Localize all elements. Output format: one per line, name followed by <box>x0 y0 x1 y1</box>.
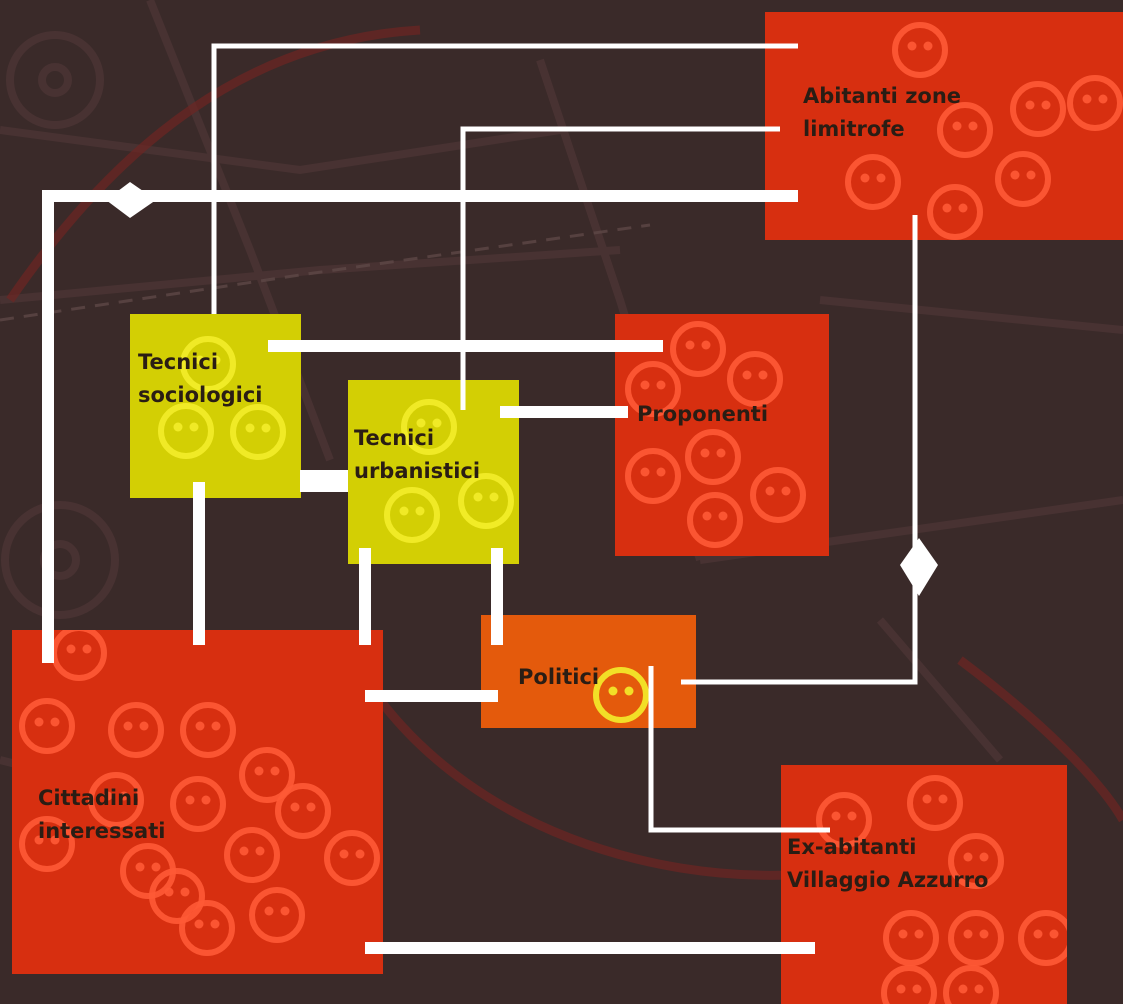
link-abitanti-sociologici <box>211 43 798 314</box>
smiley-face-icon <box>907 775 963 831</box>
label-tecnici-sociologici: Tecnici sociologici <box>138 346 263 411</box>
label-line: interessati <box>38 818 166 843</box>
smiley-face-icon <box>883 910 939 966</box>
diamond-icon <box>900 538 938 596</box>
smiley-face-icon <box>170 776 226 832</box>
smiley-faces-icon <box>816 775 1067 1004</box>
smiley-face-icon <box>239 747 295 803</box>
smiley-face-icon <box>275 783 331 839</box>
node-abitanti-zone-limitrofe: Abitanti zone limitrofe <box>765 12 1123 240</box>
smiley-face-icon <box>750 467 806 523</box>
smiley-face-icon <box>158 403 214 459</box>
label-line: limitrofe <box>803 116 905 141</box>
smiley-face-icon <box>179 900 235 956</box>
smiley-face-icon <box>249 887 305 943</box>
smiley-face-icon <box>670 321 726 377</box>
label-tecnici-urbanistici: Tecnici urbanistici <box>354 422 480 487</box>
node-proponenti: Proponenti <box>615 314 829 556</box>
label-proponenti: Proponenti <box>637 398 768 431</box>
smiley-face-icon <box>458 473 514 529</box>
smiley-face-icon <box>108 702 164 758</box>
label-politici: Politici <box>518 661 599 694</box>
smiley-face-icon <box>1018 910 1067 966</box>
label-line: Tecnici <box>354 426 435 450</box>
link-abitanti-urbanistici <box>460 126 780 410</box>
smiley-face-icon <box>625 361 681 417</box>
smiley-face-icon <box>816 792 872 848</box>
label-abitanti-zone-limitrofe: Abitanti zone limitrofe <box>803 80 961 145</box>
smiley-face-icon <box>892 22 948 78</box>
node-ex-abitanti-villaggio-azzurro: Ex-abitanti Villaggio Azzurro <box>781 765 1067 1004</box>
smiley-face-icon <box>727 351 783 407</box>
smiley-face-icon <box>881 965 937 1004</box>
smiley-faces-icon <box>625 321 806 548</box>
node-cittadini-interessati: Cittadini interessati <box>12 630 383 974</box>
smiley-faces-icon <box>593 667 649 723</box>
smiley-face-icon <box>995 151 1051 207</box>
smiley-face-icon <box>625 448 681 504</box>
label-line: Tecnici <box>138 350 219 374</box>
label-line: Proponenti <box>637 402 769 426</box>
label-line: Villaggio Azzurro <box>787 867 989 892</box>
smiley-faces-icon <box>158 336 286 460</box>
smiley-face-icon <box>685 429 741 485</box>
smiley-face-icon <box>687 492 743 548</box>
smiley-face-icon <box>224 827 280 883</box>
label-cittadini-interessati: Cittadini interessati <box>38 782 165 847</box>
smiley-faces-icon <box>845 22 1123 240</box>
smiley-face-icon <box>180 702 236 758</box>
label-ex-abitanti-villaggio-azzurro: Ex-abitanti Villaggio Azzurro <box>787 831 988 896</box>
link-politici-exabitanti <box>648 666 830 833</box>
smiley-faces-icon <box>384 399 514 543</box>
smiley-face-icon <box>1010 81 1066 137</box>
smiley-face-icon <box>943 965 999 1004</box>
smiley-face-icon <box>230 404 286 460</box>
smiley-face-icon <box>593 667 649 723</box>
smiley-face-icon <box>19 698 75 754</box>
label-line: urbanistici <box>354 458 481 483</box>
link-politici-abitanti <box>681 215 918 685</box>
label-line: sociologici <box>138 382 263 407</box>
label-line: Abitanti zone <box>803 84 962 108</box>
smiley-face-icon <box>845 154 901 210</box>
label-line: Politici <box>518 665 600 689</box>
smiley-face-icon <box>384 487 440 543</box>
label-line: Cittadini <box>38 786 140 810</box>
smiley-face-icon <box>19 816 75 872</box>
smiley-face-icon <box>401 399 457 455</box>
smiley-face-icon <box>948 833 1004 889</box>
smiley-face-icon <box>948 910 1004 966</box>
smiley-face-icon <box>149 868 205 924</box>
node-tecnici-urbanistici: Tecnici urbanistici <box>348 380 519 564</box>
smiley-face-icon <box>324 830 380 886</box>
diamond-icon <box>106 182 156 218</box>
node-politici: Politici <box>481 615 696 728</box>
smiley-face-icon <box>1067 75 1123 131</box>
smiley-faces-icon <box>19 630 380 956</box>
smiley-face-icon <box>927 184 983 240</box>
link-abitanti-cittadini <box>42 190 798 663</box>
smiley-face-icon <box>88 772 144 828</box>
smiley-face-icon <box>937 102 993 158</box>
label-line: Ex-abitanti <box>787 835 917 859</box>
smiley-face-icon <box>180 336 236 392</box>
